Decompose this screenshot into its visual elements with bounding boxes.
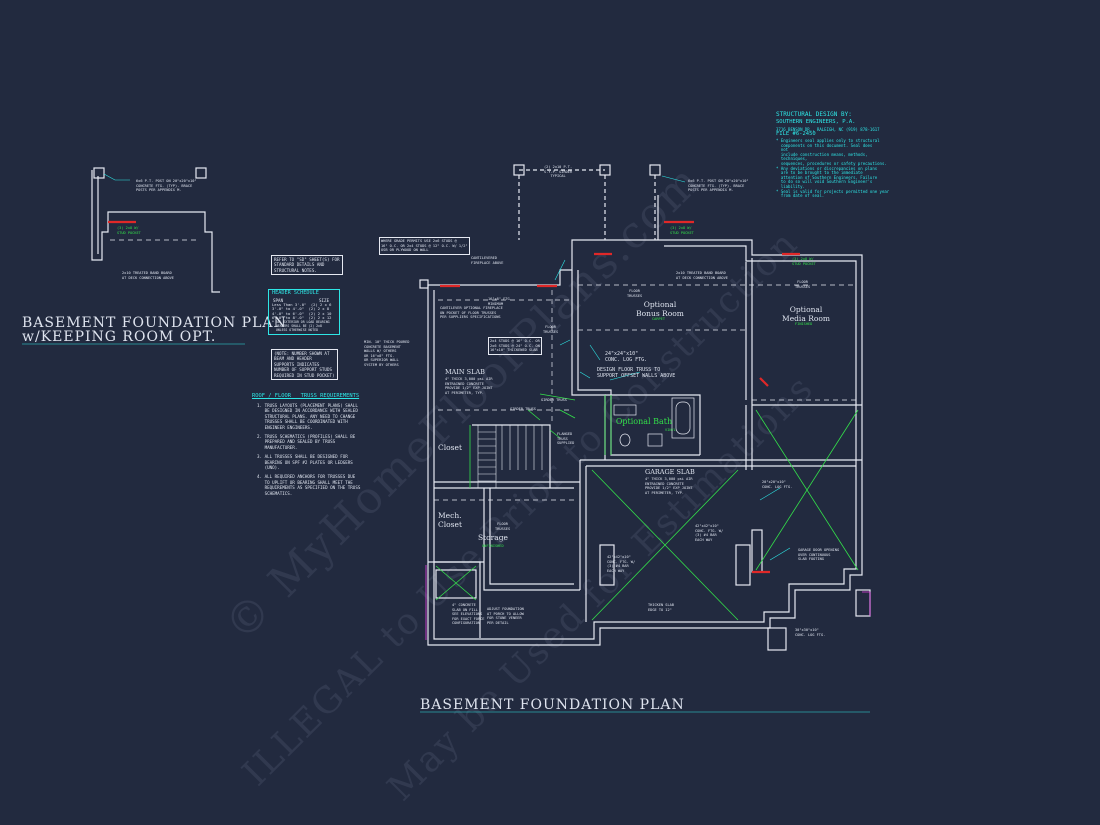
structural-heading: STRUCTURAL DESIGN BY: xyxy=(776,111,852,118)
callout-conc-wall: MIN. 10" THICK POURED CONCRETE BASEMENT … xyxy=(364,340,410,367)
stud-note: (NOTE: NUMBER SHOWN AT BEAM AND HEADER S… xyxy=(271,349,338,381)
room-bath: Optional Bath xyxy=(615,417,673,426)
header-schedule-row: 4'-0" to 6'-0" (2) 2 x 10 xyxy=(272,310,332,316)
callout-concrete-slab: 4" CONCRETE SLAB ON FILL SEE ELEVATIONS … xyxy=(452,603,485,625)
room-bonus-sub: CARPET xyxy=(652,317,665,321)
header-col-span: SPAN xyxy=(273,298,284,303)
callout-design-truss: DESIGN FLOOR TRUSS TO SUPPORT OFFSET WAL… xyxy=(597,367,676,379)
callout-cantilever-top: CANTILEVERED FIREPLACE ABOVE xyxy=(471,256,504,265)
callout-ftg: 16"x8" FTG. MINIMUM xyxy=(488,297,512,306)
callout-grade: WHERE GRADE PERMITS USE 2x6 STUDS @ 16" … xyxy=(379,237,470,255)
room-closet: Closet xyxy=(438,443,462,452)
room-media-sub: FINISHED xyxy=(795,322,813,326)
structural-firm: SOUTHERN ENGINEERS, P.A. xyxy=(776,119,856,125)
room-media: Optional Media Room xyxy=(782,305,830,323)
structural-note-line: are to be brought to the immediate xyxy=(776,170,863,176)
structural-note-line: attention of Southern Engineers. Failure xyxy=(776,174,878,180)
refer-note: REFER TO "SD" SHEET(S) FOR STANDARD DETA… xyxy=(271,255,343,276)
room-storage: Storage xyxy=(478,533,508,542)
callout-studs: 2x4 STUDS @ 16" O.C. OR 2x6 STUDS @ 24" … xyxy=(488,337,542,355)
callout-cantilever: CANTILEVER OPTIONAL FIREPLACE ON POCKET … xyxy=(440,306,503,319)
callout-log-ftg: 24"x24"x10" CONC. LOG FTG. xyxy=(605,351,648,363)
callout-garage-slab: GARAGE SLAB xyxy=(645,468,695,476)
structural-note-line: to do so will void Southern Engineer's xyxy=(776,179,873,185)
structural-note-line: include construction means, methods, xyxy=(776,151,868,157)
truss-requirement-item: 2. TRUSS SCHEMATICS (PROFILES) SHALL BE … xyxy=(257,434,356,450)
header-schedule-row: 6'-0" to 8'-0" (2) 2 x 12 xyxy=(272,315,332,321)
callout-post-right: 6x6 P.T. POST ON 20"x20"x10" CONCRETE FT… xyxy=(688,179,749,192)
callout-girder-truss-b: GIRDER TRUSS xyxy=(510,407,536,411)
callout-floor-trusses-bonus: FLOOR TRUSSES xyxy=(627,289,643,298)
callout-garage-note: 4" THICK 3,000 psi AIR ENTRAINED CONCRET… xyxy=(645,477,693,495)
room-bath-sub: VINYL xyxy=(665,428,676,432)
structural-note-line: components on this document. Seal does xyxy=(776,142,873,148)
truss-title: ROOF / FLOOR TRUSS REQUIREMENTS xyxy=(252,393,360,399)
structural-note-line: liability. xyxy=(776,183,805,189)
callout-girder-truss-a: GIRDER TRUSS xyxy=(541,398,567,402)
structural-note-line: from date of seal. xyxy=(776,193,825,199)
room-mech-closet: Mech. Closet xyxy=(438,511,462,529)
callout-garage-door: GARAGE DOOR OPENING OVER CONTINUOUS SLAB… xyxy=(798,548,840,561)
callout-conc-ftg-b: 42"x42"x10" CONC. FTG. W/ (3) #4 BAR EAC… xyxy=(695,524,724,542)
header-schedule-title: HEADER SCHEDULE xyxy=(272,290,319,296)
callout-conc-ftg-c: 42"x42"x10" CONC. FTG. W/ (3) #4 BAR EAC… xyxy=(607,555,636,573)
callout-floor-trusses-storage: FLOOR TRUSSES xyxy=(495,522,511,531)
foundation-outline xyxy=(427,195,863,646)
callout-floor-trusses-media: FLOOR TRUSSES xyxy=(795,280,811,289)
header-schedule-foot: * ALL EXTERIOR OR LOAD BEARING HEADERS S… xyxy=(272,320,330,332)
callout-thicken: THICKEN SLAB EDGE TO 12" xyxy=(648,603,674,612)
callout-bottom-ftg: 30"x30"x10" CONC. LOG FTG. xyxy=(795,628,826,637)
callout-stud-pocket-right: (3) 2x8 W/ STUD POCKET xyxy=(670,226,694,235)
structural-file: FILE #6-2450 xyxy=(776,131,816,137)
callout-stud-pocket-left: (3) 2x8 W/ STUD POCKET xyxy=(117,226,141,235)
callout-conc-ftg-a: 20"x20"x10" CONC. LOG FTG. xyxy=(762,480,793,489)
truss-requirement-item: 3. ALL TRUSSES SHALL BE DESIGNED FOR BEA… xyxy=(257,454,353,470)
callout-band-right: 2x10 TREATED BAND BOARD AT DECK CONNECTI… xyxy=(676,271,728,280)
callout-flange: FLANGED TRUSS SUPPLIED xyxy=(557,432,575,445)
structural-note-line: * Any deviations or discrepancies on pla… xyxy=(776,165,878,171)
structural-note-line: techniques, xyxy=(776,156,808,162)
room-bonus: Optional Bonus Room xyxy=(636,300,684,318)
callout-main-slab-note: 4" THICK 3,000 psi AIR ENTRAINED CONCRET… xyxy=(445,377,493,395)
callout-adjust: ADJUST FOUNDATION AT PORCH TO ALLOW FOR … xyxy=(487,607,524,625)
structural-note-line: * Engineers seal applies only to structu… xyxy=(776,138,880,143)
main-title: BASEMENT FOUNDATION PLAN xyxy=(420,697,685,713)
side-title-line1: BASEMENT FOUNDATION PLAN xyxy=(22,315,287,331)
side-title-line2: w/KEEPING ROOM OPT. xyxy=(22,329,217,345)
header-col-size: SIZE xyxy=(319,298,330,303)
header-schedule: HEADER SCHEDULE SPAN SIZE Less Than 3'-0… xyxy=(268,289,340,335)
callout-stud-pocket-media: (3) 2x8 W/ STUD POCKET xyxy=(792,257,816,266)
truss-requirement-item: 4. ALL REQUIRED ANCHORS FOR TRUSSES DUE … xyxy=(257,474,361,496)
header-schedule-row: 3'-0" to 4'-0" (2) 2 x 8 xyxy=(272,306,330,312)
truss-requirement-item: 1. TRUSS LAYOUTS (PLACEMENT PLANS) SHALL… xyxy=(257,403,358,430)
callout-band-left: 2x10 TREATED BAND BOARD AT DECK CONNECTI… xyxy=(122,271,174,280)
callout-girder: (2) 2x10 P.T. S.Y.P. GIRDER TYPICAL xyxy=(544,165,573,178)
structural-note-line: not xyxy=(776,147,789,153)
structural-note-line: * Seal is valid for projects permitted o… xyxy=(776,188,890,194)
callout-floor-trusses-main: FLOOR TRUSSES xyxy=(543,325,559,334)
callout-main-slab: MAIN SLAB xyxy=(445,368,485,376)
structural-notes: * Engineers seal applies only to structu… xyxy=(776,138,890,199)
header-schedule-row: Less Than 3'-0" (2) 2 x 6 xyxy=(272,302,332,307)
structural-note-line: sequences, procedures or safety precauti… xyxy=(776,160,887,166)
callout-post-left: 6x6 P.T. POST ON 20"x20"x10" CONCRETE FT… xyxy=(136,179,197,192)
structural-address: 3716 BENSON DR., RALEIGH, NC (919) 878-1… xyxy=(776,127,880,132)
room-storage-sub: UNFINISHED xyxy=(482,544,504,548)
